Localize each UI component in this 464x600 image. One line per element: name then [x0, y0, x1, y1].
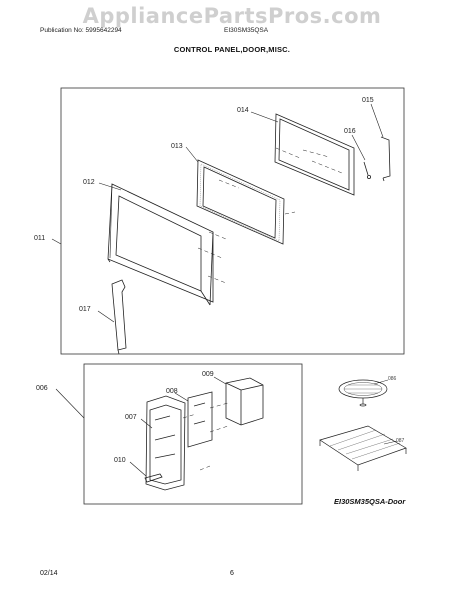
callout-006: 006 [36, 385, 48, 392]
assembly-guides-lower [182, 402, 229, 471]
rectangular-rack [319, 425, 407, 471]
watermark-logo: AppliancePartsPros.com [82, 4, 382, 28]
footer-page-number: 6 [230, 570, 234, 577]
callout-011: 011 [34, 235, 45, 242]
choke-frame [196, 159, 285, 245]
inner-door-frame [274, 113, 355, 196]
callout-016: 016 [344, 128, 356, 135]
callout-007: 007 [125, 414, 137, 421]
leader-012 [98, 182, 122, 191]
control-panel-face [145, 395, 186, 491]
callout-009: 009 [202, 371, 214, 378]
footer-date: 02/14 [40, 570, 58, 577]
lower-assembly-frame [83, 363, 303, 505]
assembly-guides-upper [197, 147, 343, 284]
panel-bracket [225, 377, 264, 426]
callout-013: 013 [171, 143, 183, 150]
leader-008 [174, 392, 189, 402]
leader-013 [185, 146, 199, 163]
leader-017 [97, 310, 115, 323]
door-hook [111, 279, 127, 355]
callout-086: 086 [388, 376, 397, 382]
leader-015 [370, 103, 384, 138]
door-spring [363, 161, 371, 179]
leader-086 [373, 379, 389, 385]
leader-011 [51, 238, 62, 245]
callout-012: 012 [83, 179, 95, 186]
callout-015: 015 [362, 97, 374, 104]
section-title: CONTROL PANEL,DOOR,MISC. [173, 45, 291, 54]
callout-010: 010 [114, 457, 126, 464]
upper-assembly-frame [60, 87, 405, 355]
callout-087: 087 [396, 438, 405, 444]
leader-007 [140, 418, 153, 429]
callout-017: 017 [79, 306, 91, 313]
model-number: EI30SM35QSA [224, 27, 269, 34]
leader-016 [351, 134, 366, 161]
control-button-part [144, 473, 163, 483]
callout-008: 008 [166, 388, 178, 395]
leader-010 [129, 461, 147, 477]
leader-009 [213, 376, 227, 385]
hinge-bracket [380, 136, 391, 182]
control-board [187, 391, 213, 448]
publication-number: Publication No: 5995642294 [40, 27, 122, 34]
diagram-label: EI30SM35QSA-Door [334, 497, 406, 506]
round-rack [338, 379, 388, 407]
callout-014: 014 [237, 107, 249, 114]
leader-014 [250, 111, 279, 123]
leader-087 [383, 440, 398, 445]
leader-006 [55, 388, 85, 419]
outer-door-panel [107, 183, 214, 306]
